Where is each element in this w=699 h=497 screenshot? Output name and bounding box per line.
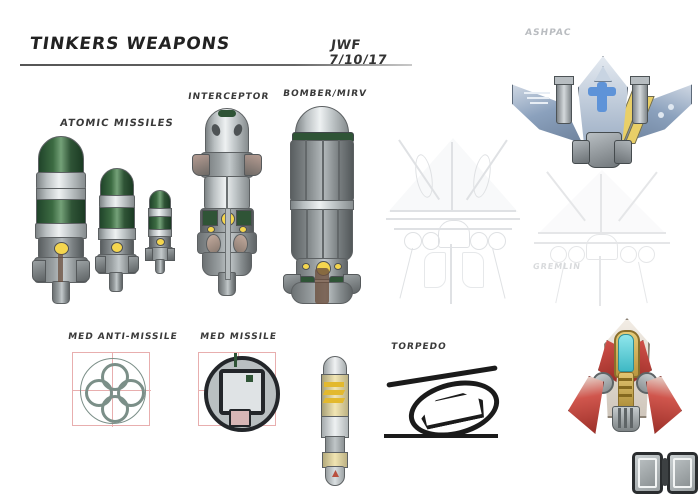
med-missile-icon [198, 352, 280, 432]
ghost-ship-sketch-gremlin [520, 170, 680, 310]
bomber-mirv-missile [283, 106, 361, 304]
label-med-anti-missile: MED ANTI-MISSILE [67, 332, 179, 342]
ashpac-ship [512, 56, 692, 186]
torpedo-sketch [384, 358, 506, 447]
twin-modules [632, 452, 698, 494]
label-torpedo: TORPEDO [390, 342, 448, 352]
ghost-ship-sketch-center [378, 128, 528, 308]
module-right [667, 452, 698, 494]
med-anti-missile-icon [72, 352, 151, 427]
atomic-missile-large [32, 136, 90, 304]
label-med-missile: MED MISSILE [199, 332, 278, 342]
interceptor-missile [192, 108, 262, 298]
sheet-header: TINKERS WEAPONS JWF 7/10/17 [28, 34, 410, 68]
red-gold-ship [566, 318, 684, 458]
atomic-missile-small [145, 190, 175, 276]
title-underline [20, 64, 412, 66]
page-title: TINKERS WEAPONS [28, 34, 232, 54]
label-atomic-missiles: ATOMIC MISSILES [59, 118, 175, 129]
atomic-missile-medium [95, 168, 139, 294]
yellow-missile-round [318, 356, 352, 486]
label-ashpac: ASHPAC [524, 28, 573, 38]
label-interceptor: INTERCEPTOR [187, 92, 270, 102]
module-left [632, 452, 663, 494]
label-bomber-mirv: BOMBER/MIRV [282, 89, 368, 99]
